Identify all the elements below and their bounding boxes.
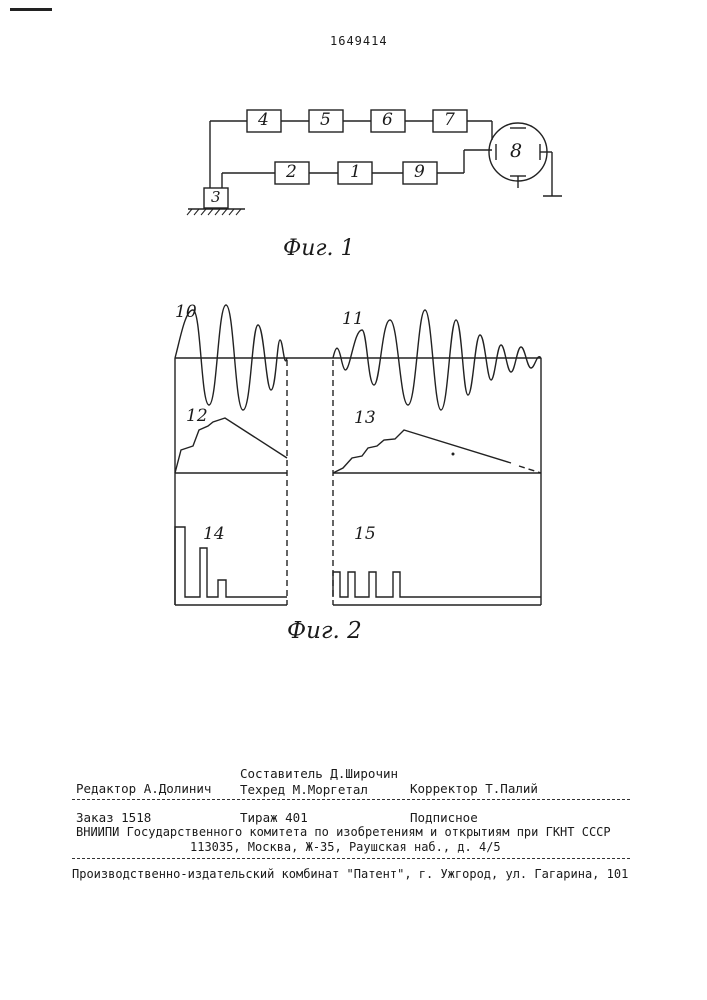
subscription-line: Подписное xyxy=(410,810,478,825)
techred-line: Техред М.Моргетал xyxy=(240,782,368,797)
org-line-1: ВНИИПИ Государственного комитета по изоб… xyxy=(76,825,611,839)
curve-15-pulses xyxy=(333,572,541,597)
circulation-line: Тираж 401 xyxy=(240,810,308,825)
curve-15-label: 15 xyxy=(354,524,376,544)
curve-12-staircase-ramp xyxy=(175,418,287,473)
curve-14-pulses xyxy=(175,527,287,605)
org-line-2: 113035, Москва, Ж-35, Раушская наб., д. … xyxy=(190,840,501,854)
footer-rule-1 xyxy=(72,799,630,800)
publisher-line: Производственно-издательский комбинат "П… xyxy=(72,867,628,881)
figure-2-caption: Фиг. 2 xyxy=(287,618,362,644)
curve-11-label: 11 xyxy=(342,309,364,329)
corrector-line: Корректор Т.Палий xyxy=(410,781,538,796)
curve-13-label: 13 xyxy=(354,408,376,428)
curve-11-oscillation xyxy=(333,310,541,410)
compiler-line: Составитель Д.Широчин xyxy=(240,766,398,781)
footer-rule-2 xyxy=(72,858,630,859)
editor-line: Редактор А.Долинич xyxy=(76,781,211,796)
curve-13-staircase-ramp xyxy=(333,430,511,473)
curve-10-label: 10 xyxy=(175,302,197,322)
curve-14-label: 14 xyxy=(203,524,225,544)
order-line: Заказ 1518 xyxy=(76,810,151,825)
curve-12-label: 12 xyxy=(186,406,208,426)
